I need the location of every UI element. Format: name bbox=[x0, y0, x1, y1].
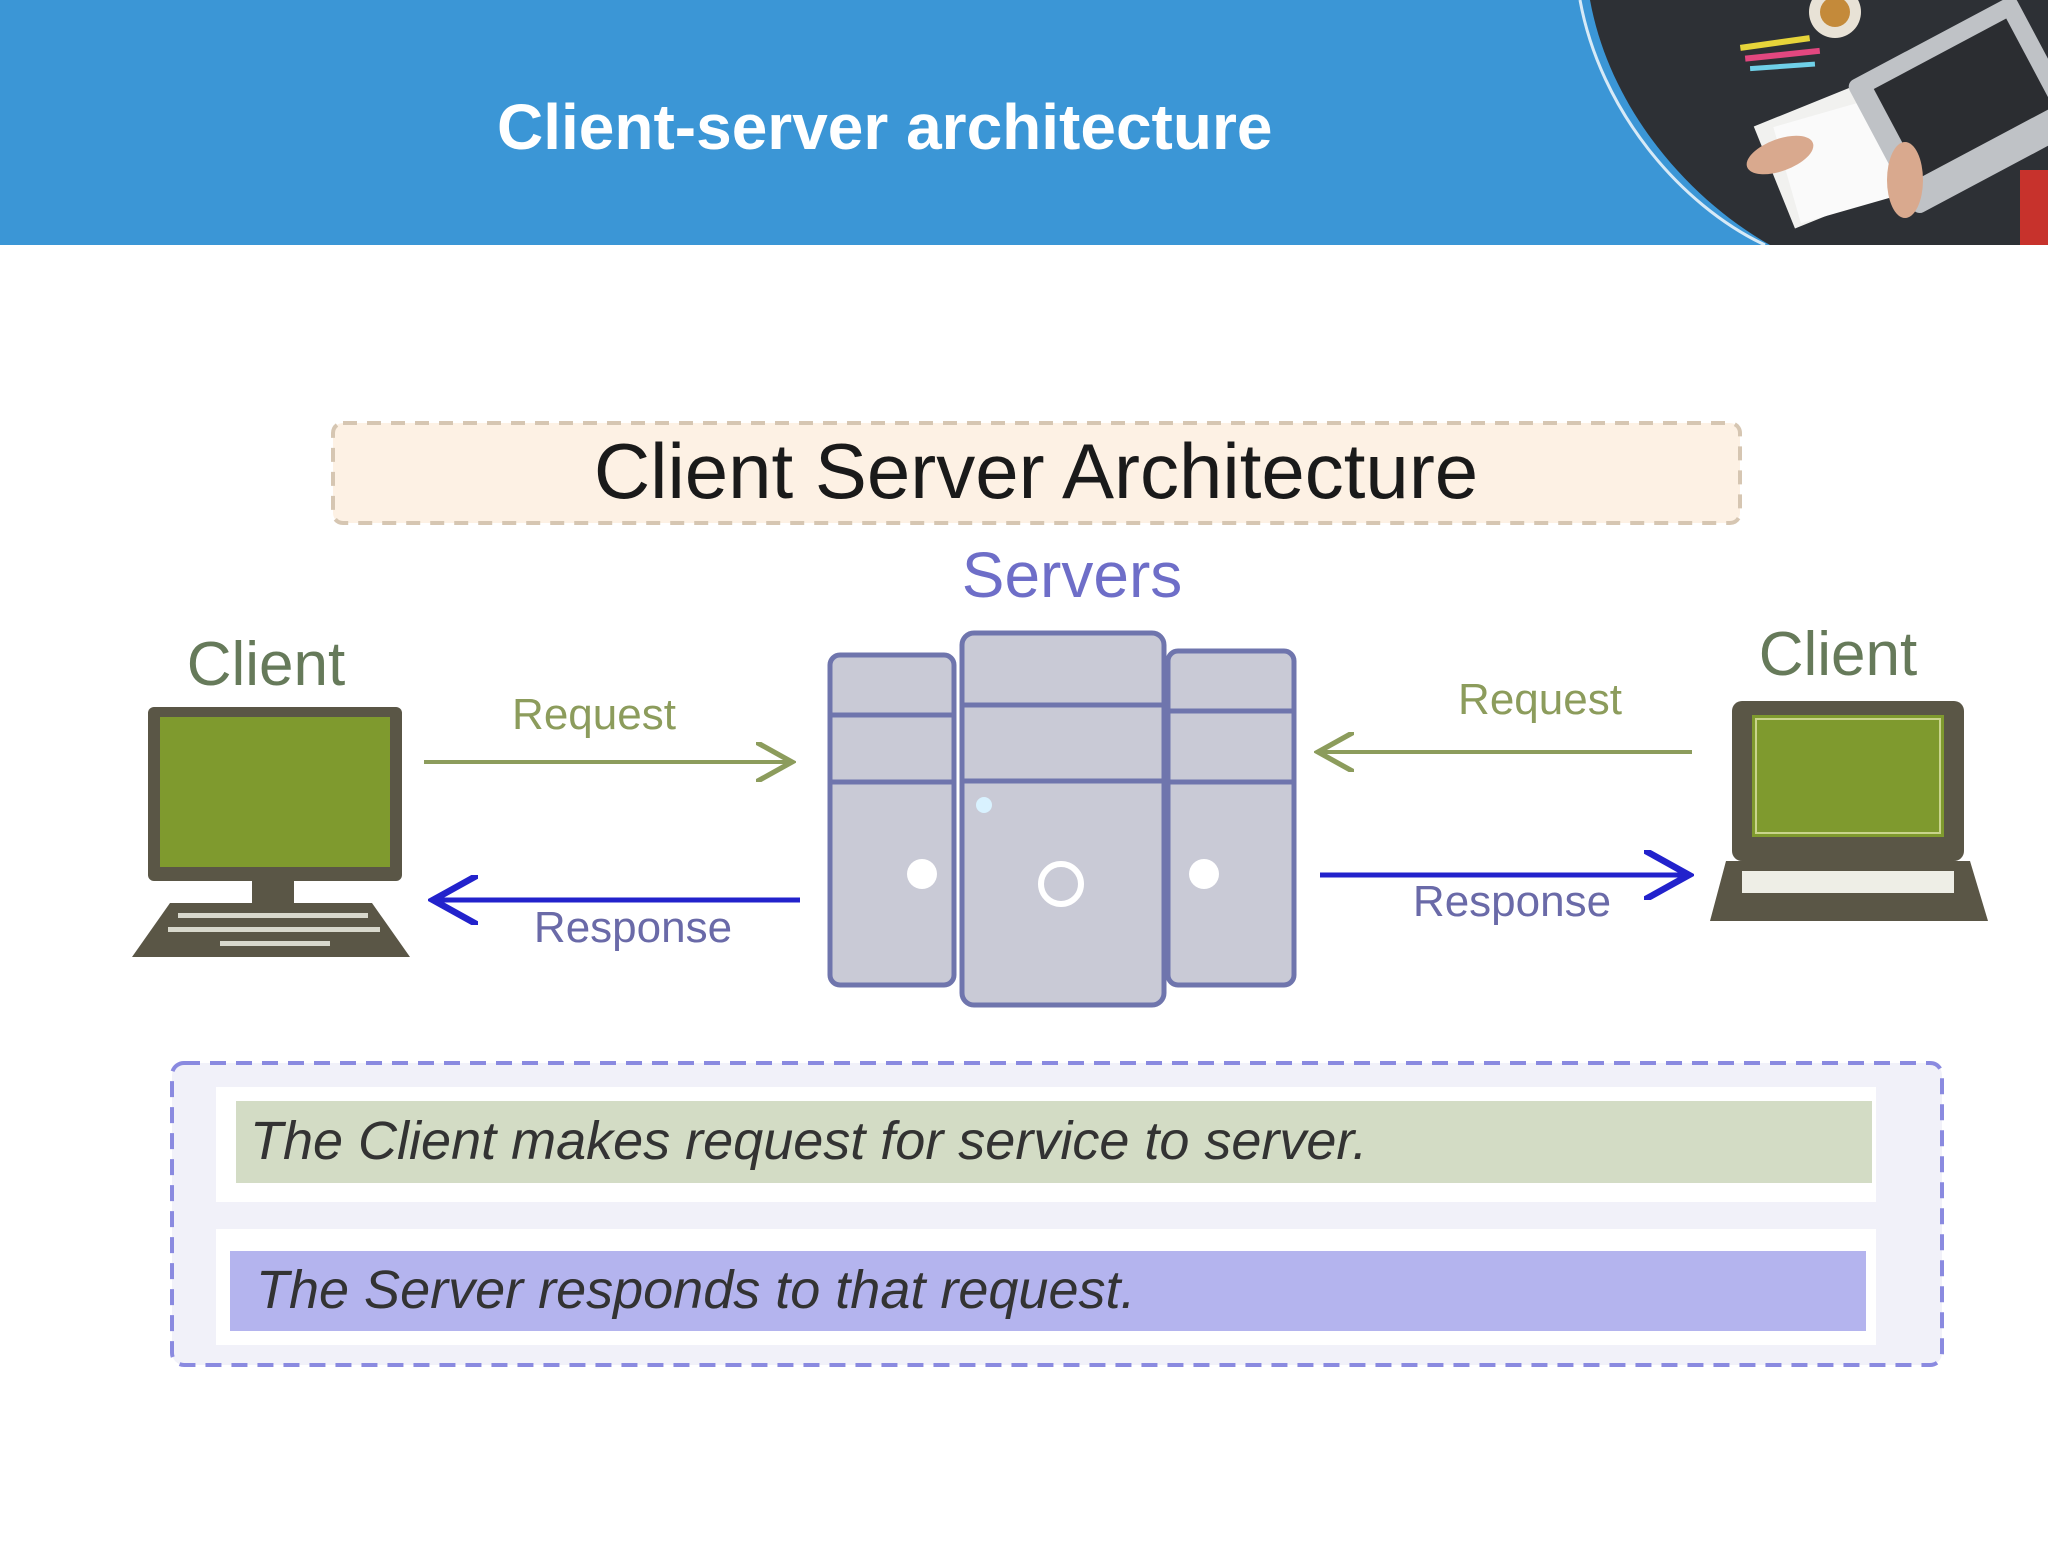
laptop-icon bbox=[1710, 701, 1988, 921]
note-server-text: The Server responds to that request. bbox=[256, 1260, 1135, 1320]
left-client-label: Client bbox=[187, 630, 346, 699]
header-desk-photo bbox=[1578, 0, 2048, 245]
right-request-label: Request bbox=[1458, 675, 1622, 724]
note-server-bar bbox=[230, 1251, 1866, 1331]
note-client-bar bbox=[236, 1101, 1872, 1183]
diagram-title-box bbox=[331, 421, 1742, 525]
note-client-text: The Client makes request for service to … bbox=[250, 1111, 1367, 1171]
client-server-diagram: Client Server Architecture Servers Clien… bbox=[0, 245, 2048, 1536]
right-client-label: Client bbox=[1759, 620, 1918, 689]
slide-header: Client-server architecture bbox=[0, 0, 2048, 245]
left-request-label: Request bbox=[512, 690, 676, 739]
slide-title: Client-server architecture bbox=[497, 91, 1273, 163]
desktop-computer-icon bbox=[132, 707, 410, 957]
server-rack-icon bbox=[827, 630, 1297, 1008]
diagram-title: Client Server Architecture bbox=[594, 427, 1478, 515]
right-response-label: Response bbox=[1413, 877, 1611, 926]
left-response-label: Response bbox=[534, 903, 732, 952]
servers-label: Servers bbox=[962, 539, 1183, 611]
